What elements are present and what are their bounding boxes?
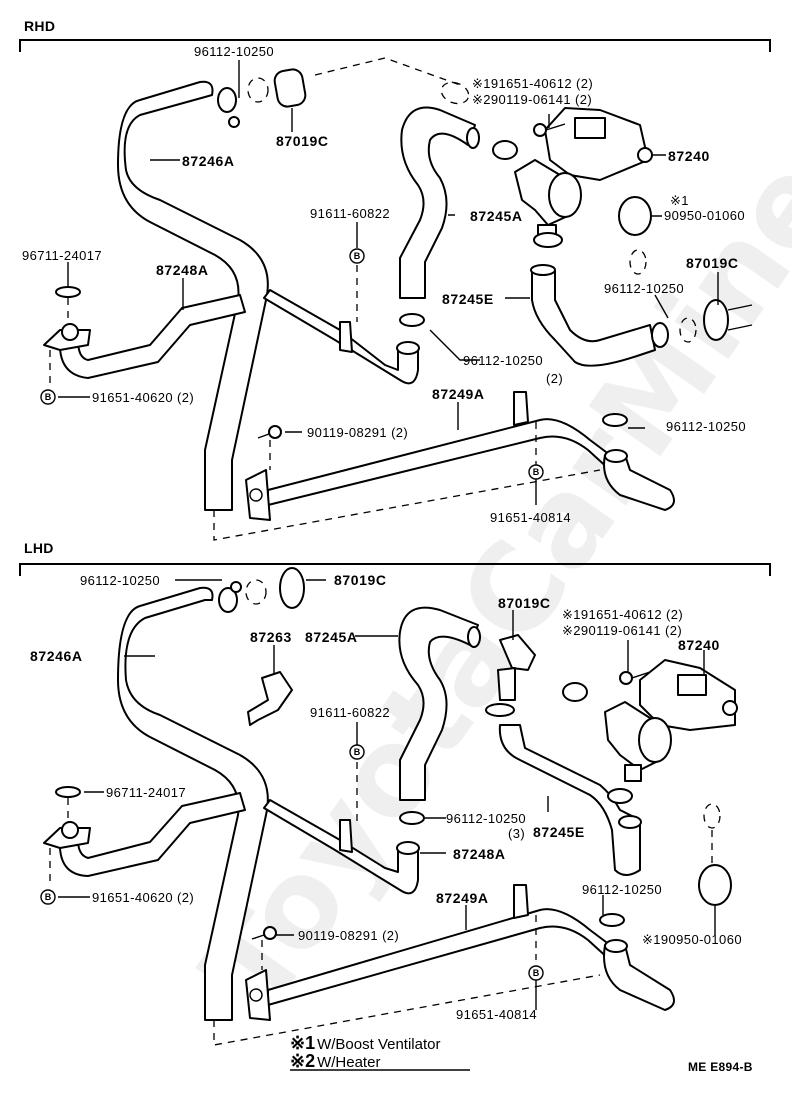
part-label[interactable]: 90950-01060: [664, 208, 746, 223]
part-label[interactable]: 96112-10250: [194, 44, 275, 59]
lhd-grommet-top: [279, 567, 305, 609]
part-label[interactable]: 87263: [250, 629, 292, 645]
part-label[interactable]: ※1: [670, 193, 689, 208]
rhd-hose-87245e: [531, 269, 656, 367]
rhd-clamp-mid: [399, 313, 425, 327]
part-label[interactable]: (3): [508, 826, 526, 841]
lhd-screw: [263, 926, 277, 940]
part-label[interactable]: 87248A: [453, 846, 506, 862]
part-label[interactable]: 87019C: [334, 572, 387, 588]
part-label[interactable]: ※290119-06141 (2): [472, 92, 593, 107]
lhd-hose-87245e: [498, 724, 641, 876]
lhd-parts: [43, 567, 738, 1071]
rhd-bolt: [533, 123, 547, 137]
b-badge: [349, 744, 365, 760]
part-label[interactable]: 87245A: [305, 629, 358, 645]
part-label[interactable]: 87245E: [533, 824, 585, 840]
lhd-clamp-top: [218, 587, 238, 613]
footnote-mark: ※1: [290, 1033, 316, 1053]
b-badge: [528, 464, 544, 480]
part-label[interactable]: ※191651-40612 (2): [562, 607, 684, 622]
rhd-grommet-top: [273, 68, 307, 108]
badges: [40, 248, 544, 981]
part-label[interactable]: 87249A: [436, 890, 489, 906]
b-badge-letter: B: [45, 892, 52, 902]
b-badge-letter: B: [533, 968, 540, 978]
lhd-pipe-87249a: [267, 908, 611, 1006]
rhd-hose-87245a: [399, 106, 476, 299]
part-label[interactable]: 96112-10250: [446, 811, 527, 826]
part-label[interactable]: 87246A: [182, 153, 235, 169]
part-label[interactable]: 91651-40620 (2): [92, 890, 195, 905]
part-label[interactable]: 96112-10250: [463, 353, 544, 368]
footnote-mark: ※2: [290, 1051, 316, 1071]
section-title-lhd: LHD: [24, 540, 54, 556]
part-label[interactable]: 87245E: [442, 291, 494, 307]
part-label[interactable]: 87240: [668, 148, 710, 164]
b-badge-letter: B: [45, 392, 52, 402]
lhd-clamp-right: [599, 913, 625, 927]
b-badge: [40, 889, 56, 905]
part-label[interactable]: (2): [546, 371, 564, 386]
part-label[interactable]: 87019C: [498, 595, 551, 611]
part-label[interactable]: 91611-60822: [310, 206, 391, 221]
rhd-frame: [19, 39, 771, 52]
part-label[interactable]: 87019C: [686, 255, 739, 271]
rhd-screw: [268, 425, 282, 439]
part-label[interactable]: 96112-10250: [80, 573, 161, 588]
b-badge: [528, 965, 544, 981]
b-badge-letter: B: [354, 251, 361, 261]
rhd-grommet-right: [703, 299, 729, 341]
part-label[interactable]: 87246A: [30, 648, 83, 664]
lhd-gasket: [55, 786, 81, 798]
part-label[interactable]: 91611-60822: [310, 705, 391, 720]
lhd-clamp-mid: [399, 811, 425, 825]
rhd-clamp-top: [217, 87, 237, 113]
lhd-grommet-mid: [499, 634, 536, 671]
rhd-gasket: [55, 286, 81, 298]
part-label[interactable]: 91651-40620 (2): [92, 390, 195, 405]
diagram-code: ME E894-B: [688, 1060, 753, 1074]
lhd-frame: [19, 563, 771, 576]
part-label[interactable]: 87248A: [156, 262, 209, 278]
part-label[interactable]: ※190950-01060: [642, 932, 742, 947]
b-badge-letter: B: [354, 747, 361, 757]
b-badge: [40, 389, 56, 405]
part-label[interactable]: 90119-08291 (2): [298, 928, 400, 943]
part-label[interactable]: ※290119-06141 (2): [562, 623, 683, 638]
lhd-hose-87245a: [398, 606, 479, 801]
section-title-rhd: RHD: [24, 18, 56, 34]
rhd-clamp-valve: [492, 140, 518, 160]
lhd-bracket-87263: [247, 671, 293, 726]
part-label[interactable]: 96112-10250: [582, 882, 663, 897]
b-badge: [349, 248, 365, 264]
part-label[interactable]: 96112-10250: [666, 419, 747, 434]
rhd-clamp-bottom: [602, 413, 628, 427]
part-label[interactable]: 87240: [678, 637, 720, 653]
lhd-plug: [698, 864, 732, 906]
b-badge-letter: B: [533, 467, 540, 477]
footnote-text: W/Heater: [317, 1054, 381, 1071]
rhd-hose-87246a: [117, 80, 269, 511]
part-label[interactable]: 96711-24017: [22, 248, 103, 263]
part-label[interactable]: 91651-40814: [490, 510, 572, 525]
part-label[interactable]: 96112-10250: [604, 281, 685, 296]
footnote-text: W/Boost Ventilator: [317, 1036, 441, 1053]
part-label[interactable]: 91651-40814: [456, 1007, 538, 1022]
part-label[interactable]: ※191651-40612 (2): [472, 76, 594, 91]
lhd-bolt: [619, 671, 633, 685]
part-label[interactable]: 96711-24017: [106, 785, 187, 800]
part-label[interactable]: 87245A: [470, 208, 523, 224]
rhd-parts: [43, 57, 753, 541]
part-label[interactable]: 87019C: [276, 133, 329, 149]
rhd-plug: [618, 196, 652, 236]
part-label[interactable]: 90119-08291 (2): [307, 425, 409, 440]
part-label[interactable]: 87249A: [432, 386, 485, 402]
